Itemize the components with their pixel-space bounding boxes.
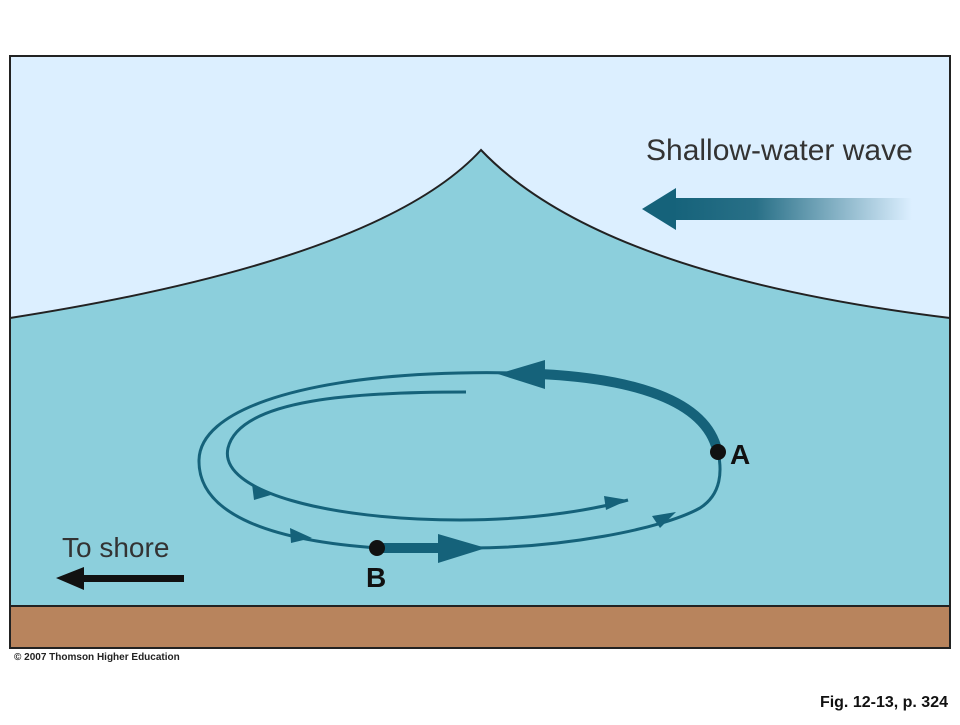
copyright-notice: © 2007 Thomson Higher Education — [14, 652, 180, 663]
orbit-bottom-right — [469, 451, 722, 550]
orbit-arrow-inner-left — [252, 484, 274, 500]
orbit-thick-upper — [539, 369, 721, 448]
diagram-frame — [9, 55, 951, 649]
orbit-arrow-inner-right — [604, 496, 628, 510]
point-b-dot — [369, 540, 385, 556]
point-a-dot — [710, 444, 726, 460]
orbit-upper-arrowhead — [498, 360, 545, 389]
wave-surface-line — [9, 148, 951, 319]
point-b-label: B — [366, 562, 386, 593]
orbit-arrow-outer-right — [652, 512, 676, 528]
shore-direction-arrow — [56, 567, 184, 590]
wave-label: Shallow-water wave — [646, 134, 913, 167]
seafloor — [10, 606, 950, 648]
shore-label: To shore — [62, 532, 169, 563]
orbit-arrow-outer-left — [290, 528, 312, 543]
orbit-lower-arrowhead — [438, 534, 486, 563]
figure-reference: Fig. 12-13, p. 324 — [819, 694, 948, 711]
wave-direction-arrow — [642, 188, 912, 230]
point-a-label: A — [730, 439, 750, 470]
